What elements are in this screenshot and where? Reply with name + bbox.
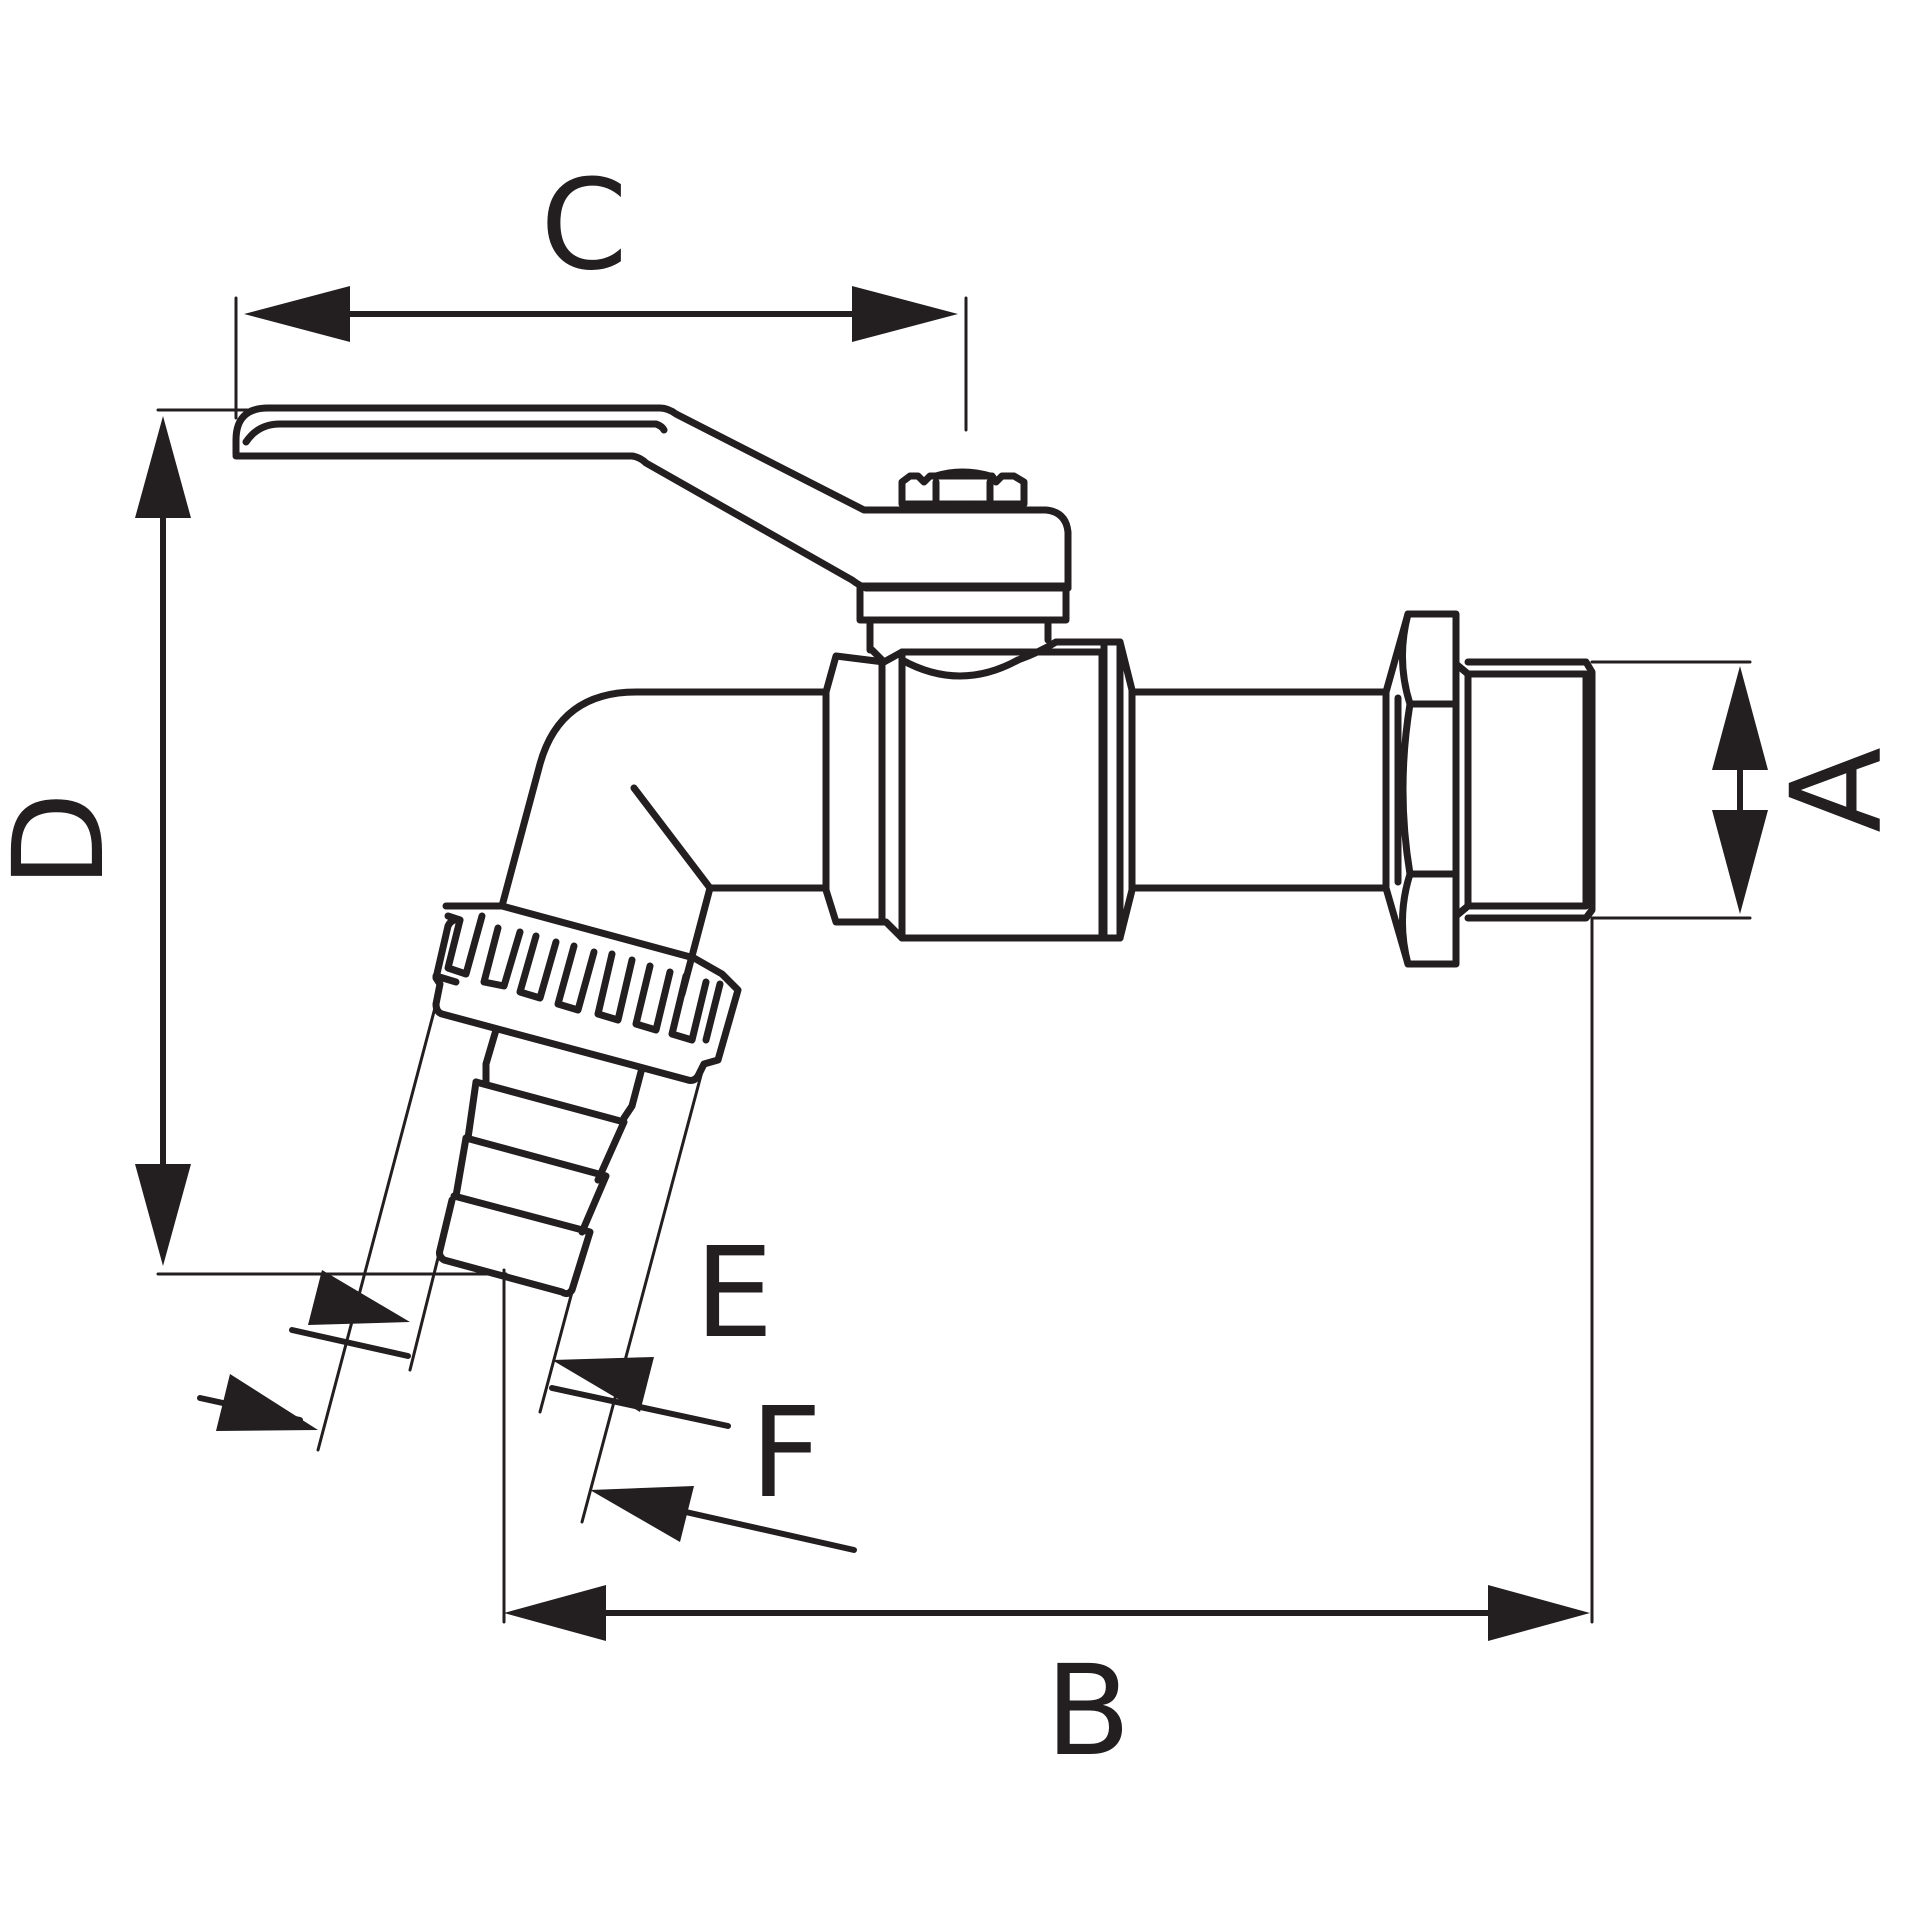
dimension-c-label: C bbox=[540, 153, 627, 298]
dimension-e-arrow-right bbox=[552, 1357, 654, 1412]
dimension-d-arrow-top bbox=[135, 416, 191, 518]
dimension-e-label: E bbox=[695, 1221, 774, 1366]
stem-collar bbox=[856, 582, 1070, 654]
dimension-d: D bbox=[0, 408, 508, 1276]
dimension-c-arrow-left bbox=[244, 286, 350, 342]
handle-nut bbox=[898, 468, 1028, 512]
dimension-b-arrow-right bbox=[1488, 1585, 1590, 1641]
hex-union-nut bbox=[1382, 610, 1460, 968]
dimension-b-label: B bbox=[1045, 1639, 1131, 1784]
dimension-f: F bbox=[197, 1002, 857, 1553]
dimension-a-arrow-top bbox=[1712, 666, 1768, 770]
dimension-f-arrow-right bbox=[590, 1486, 694, 1542]
dimension-f-label: F bbox=[750, 1381, 822, 1526]
knurled-nut bbox=[432, 902, 742, 1084]
dimension-e: E bbox=[289, 1221, 774, 1429]
lever-handle bbox=[232, 404, 1072, 592]
valve-body bbox=[822, 638, 1136, 942]
dimension-b: B bbox=[502, 916, 1594, 1784]
male-thread-end bbox=[1452, 658, 1596, 922]
dimension-c-arrow-right bbox=[852, 286, 958, 342]
dimension-a-arrow-bottom bbox=[1712, 810, 1768, 914]
dimension-a: A bbox=[1590, 660, 1910, 920]
hose-tail bbox=[436, 1026, 646, 1298]
dimension-c: C bbox=[234, 153, 968, 432]
dimension-b-arrow-left bbox=[504, 1585, 606, 1641]
dimension-a-label: A bbox=[1765, 747, 1910, 833]
dimension-f-arrow-left bbox=[216, 1374, 318, 1431]
dimension-d-arrow-bottom bbox=[135, 1164, 191, 1266]
dimension-d-label: D bbox=[0, 792, 132, 888]
outlet-pipe bbox=[1128, 688, 1390, 892]
